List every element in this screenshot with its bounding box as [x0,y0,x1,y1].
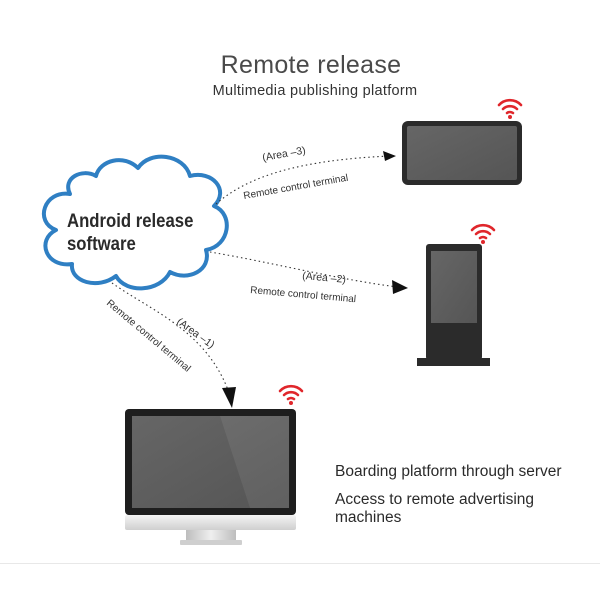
area2-terminal-label: Remote control terminal [250,285,357,305]
horizontal-display-device [402,121,522,185]
cloud-shape [41,154,229,291]
bottom-divider [0,563,600,564]
cloud-label: Android release software [67,211,194,255]
connector-area3 [215,155,391,205]
description-line-1: Boarding platform through server [335,463,562,480]
area3-label: (Area –3) [261,145,306,164]
wifi-icon [278,384,304,405]
area1-label: (Area –1) [174,316,216,351]
arrowhead-area3 [383,151,396,161]
kiosk-stand-device [417,244,490,366]
wifi-icon [497,98,523,119]
page-title: Remote release [220,51,402,79]
arrowhead-area2 [392,280,408,294]
wifi-icon [470,223,496,244]
arrowhead-area1 [222,387,236,408]
desktop-monitor-device [125,409,296,545]
area3-terminal-label: Remote control terminal [243,173,349,202]
page-subtitle: Multimedia publishing platform [212,83,418,99]
area2-label: (Area –2) [302,270,347,286]
description-line-2: Access to remote advertising machines [335,491,535,526]
area1-terminal-label: Remote control terminal [104,298,192,375]
